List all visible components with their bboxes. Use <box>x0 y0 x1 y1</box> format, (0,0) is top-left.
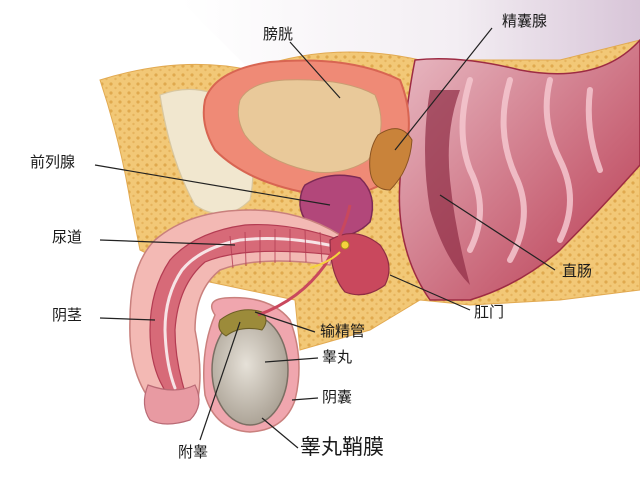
leader-seminal-vesicle <box>394 27 493 151</box>
leader-urethra <box>99 239 236 246</box>
label-anus: 肛门 <box>474 303 505 321</box>
label-urethra: 尿道 <box>52 228 83 246</box>
label-epididymis: 附睾 <box>178 443 209 461</box>
label-scrotum: 阴囊 <box>322 388 353 406</box>
leader-bladder <box>289 41 341 99</box>
leader-anus <box>389 274 471 311</box>
label-tunica-vaginalis: 睾丸鞘膜 <box>300 435 384 459</box>
seminal-vesicle <box>369 128 413 191</box>
leader-lines <box>94 27 556 449</box>
leader-vas-deferens <box>254 311 316 333</box>
leader-penis <box>99 317 156 321</box>
rectum-outer <box>398 38 640 301</box>
label-prostate: 前列腺 <box>30 153 76 171</box>
leader-scrotum <box>291 397 319 401</box>
bladder-lumen <box>237 79 382 173</box>
label-bladder: 膀胱 <box>263 25 294 43</box>
epididymis <box>218 309 267 337</box>
rectum-lumen <box>425 90 470 285</box>
label-penis: 阴茎 <box>52 306 83 324</box>
rectum-folds <box>459 77 603 263</box>
urethra-channel <box>163 237 340 390</box>
label-vas-deferens: 输精管 <box>320 322 366 340</box>
label-rectum: 直肠 <box>562 262 593 280</box>
leader-tunica-vaginalis <box>261 417 299 449</box>
leader-rectum <box>439 194 556 271</box>
leader-prostate <box>94 164 331 206</box>
bulbourethral-gland <box>340 240 350 250</box>
urethra-stripes <box>229 229 323 269</box>
label-seminal-vesicle: 精囊腺 <box>502 12 548 30</box>
vas-deferens <box>257 204 352 317</box>
ejaculatory-duct <box>309 251 341 269</box>
background-peritoneum <box>180 0 640 160</box>
label-testis: 睾丸 <box>322 348 353 366</box>
leader-testis <box>264 357 319 363</box>
glans <box>143 384 200 425</box>
leader-epididymis <box>199 321 241 441</box>
